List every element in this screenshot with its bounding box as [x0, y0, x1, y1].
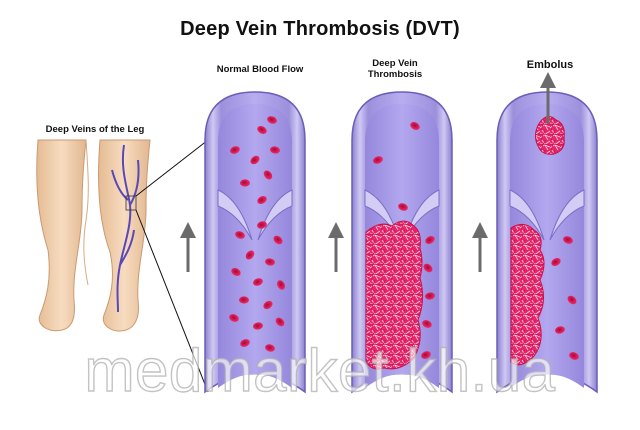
vein-embolus: [496, 72, 598, 394]
vein-embolus-red-cells: [551, 236, 579, 360]
pointer-line-top: [135, 139, 209, 197]
embolus-label: Embolus: [526, 59, 574, 71]
dvt-label: Deep Vein Thrombosis: [345, 58, 445, 80]
left-leg-inner: [83, 139, 89, 286]
vein-normal-valve-left: [217, 189, 253, 241]
blood-clot-icon: [365, 220, 424, 370]
embolus-clot-icon: [534, 116, 565, 155]
vein-embolus-valve-left: [509, 189, 545, 241]
diagram-title: Deep Vein Thrombosis (DVT): [180, 18, 460, 40]
vein-normal-valve-right: [257, 189, 293, 241]
normal-flow-label: Normal Blood Flow: [216, 64, 304, 75]
up-arrow-icon: [180, 222, 196, 272]
up-arrow-icon: [328, 222, 344, 272]
deep-vein-network: [111, 144, 140, 313]
up-arrow-icon: [472, 222, 488, 272]
vein-dvt-red-cells: [373, 122, 435, 359]
embolus-arrow-icon: [540, 72, 556, 124]
vein-normal: [204, 91, 306, 394]
dvt-label-line1: Deep Vein: [372, 58, 418, 69]
pointer-line-bottom: [135, 209, 209, 393]
vein-embolus-valve-right: [549, 189, 585, 241]
legs-label: Deep Veins of the Leg: [45, 124, 145, 135]
legs-illustration: [36, 139, 209, 393]
vein-normal-red-cells: [229, 116, 285, 352]
dvt-label-line2: Thrombosis: [367, 69, 423, 80]
vein-dvt: [351, 91, 453, 394]
vein-highlight-box: [125, 195, 137, 211]
watermark: medmarket.kh.ua: [84, 336, 556, 404]
residual-clot-icon: [510, 224, 545, 366]
left-leg: [36, 139, 87, 332]
